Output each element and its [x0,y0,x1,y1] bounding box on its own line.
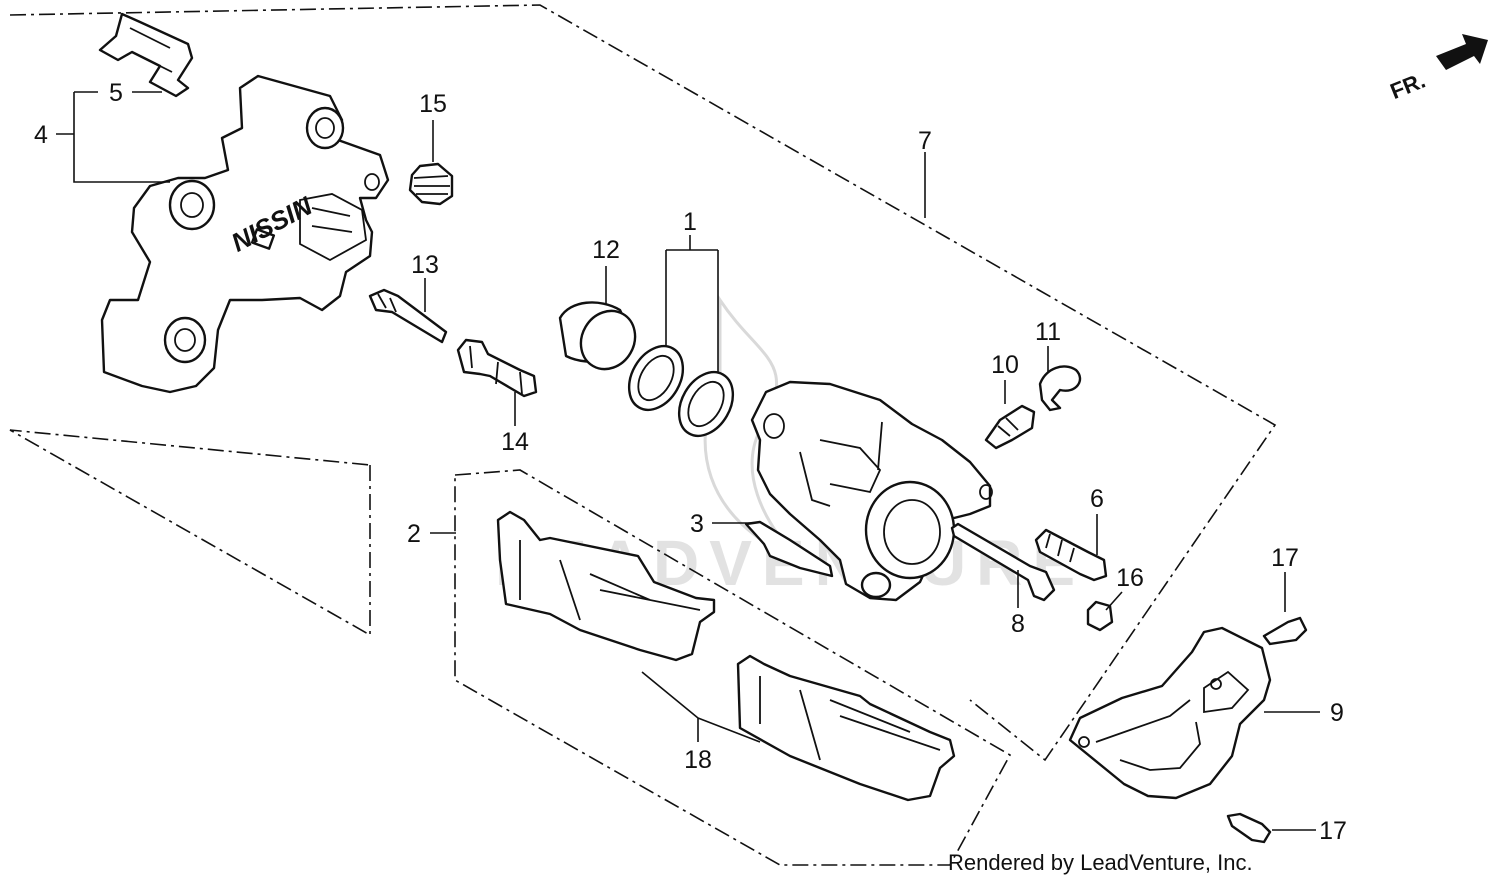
callout-9: 9 [1330,699,1344,727]
credit-text: Rendered by LeadVenture, Inc. [948,850,1253,875]
bleeder-valve-10 [984,404,1036,450]
bolt-17-lower [1226,812,1272,844]
callout-13: 13 [411,251,439,279]
callout-6: 6 [1090,485,1104,513]
callout-15: 15 [419,90,447,118]
callout-8: 8 [1011,610,1025,638]
callout-18: 18 [684,746,712,774]
pin-bolt-14 [456,338,538,398]
pin-bolt-6 [1034,528,1108,582]
piston-seal-1 [627,345,735,437]
callout-14: 14 [501,428,529,456]
callout-4: 4 [34,121,48,149]
pad-spring-5 [98,12,194,98]
brake-pads-18 [496,510,956,802]
callout-7: 7 [918,127,932,155]
front-direction-marker: FR. [1387,34,1488,104]
pad-retainer-3 [744,520,834,578]
callout-10: 10 [991,351,1019,379]
arrow-right-icon [1436,34,1488,70]
caliper-body-7 [750,380,993,602]
pin-8 [950,522,1056,602]
bleeder-cap-15 [408,162,454,206]
callout-12: 12 [592,236,620,264]
caliper-guard-9 [1068,626,1272,800]
caliper-bracket-4: NISSIN [100,74,390,394]
callouts: 1 2 3 4 5 6 7 8 9 10 11 12 13 14 15 16 1… [34,79,1347,845]
leader-lines [56,91,1320,831]
callout-11: 11 [1035,318,1061,346]
callout-17-lower: 17 [1319,817,1347,845]
callout-1: 1 [683,208,697,236]
clip-11 [1038,365,1082,412]
group-outline-7 [9,4,1277,762]
group-outline-2 [454,469,1012,866]
callout-17-upper: 17 [1271,544,1299,572]
fr-label: FR. [1387,68,1429,104]
piston-12 [558,301,637,371]
pin-bolt-13 [368,288,448,344]
callout-2: 2 [407,520,421,548]
callout-3: 3 [690,510,704,538]
callout-5: 5 [109,79,123,107]
callout-16: 16 [1116,564,1144,592]
bolt-17-upper [1262,616,1308,646]
